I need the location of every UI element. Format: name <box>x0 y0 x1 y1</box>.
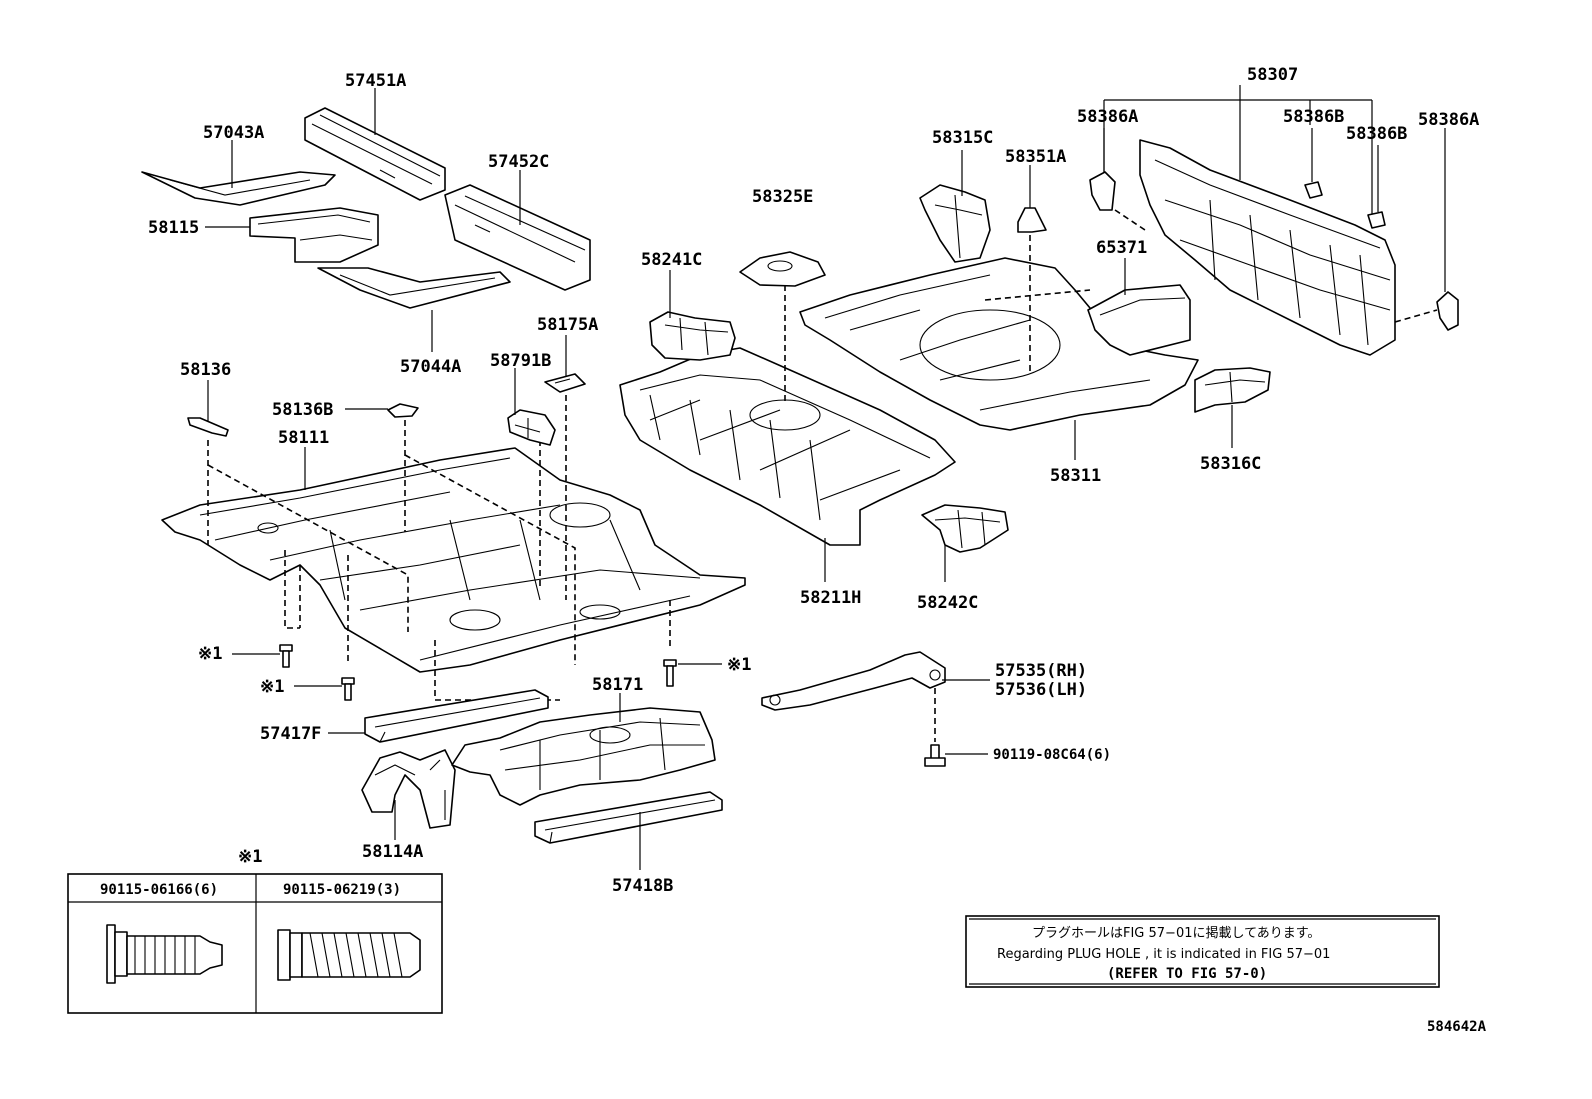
label-58111[interactable]: 58111 <box>278 428 329 448</box>
label-57417F[interactable]: 57417F <box>260 724 321 744</box>
part-58325E-shape <box>739 251 826 287</box>
label-58351A[interactable]: 58351A <box>1005 147 1066 167</box>
label-57535[interactable]: 57535(RH) <box>995 661 1087 681</box>
label-57536[interactable]: 57536(LH) <box>995 680 1087 700</box>
label-58241C[interactable]: 58241C <box>641 250 702 270</box>
bolt-table-col-2: 90115-06219(3) <box>283 882 401 898</box>
label-mark1-c[interactable]: ※1 <box>727 655 751 675</box>
bolt-icon <box>279 644 293 668</box>
note-line-refer: (REFER TO FIG 57-0) <box>1107 966 1267 982</box>
label-58386B-b[interactable]: 58386B <box>1346 124 1407 144</box>
part-58386A-right-shape <box>1436 291 1459 331</box>
label-58307[interactable]: 58307 <box>1247 65 1298 85</box>
part-58351A-shape <box>1017 207 1047 233</box>
label-57418B[interactable]: 57418B <box>612 876 673 896</box>
bolt-icon <box>341 677 355 701</box>
part-58136B-shape <box>387 403 419 418</box>
note-line-en: Regarding PLUG HOLE , it is indicated in… <box>997 947 1330 962</box>
bolt-icon <box>663 659 677 687</box>
part-58136-shape <box>187 417 229 437</box>
bolt-table-col-1: 90115-06166(6) <box>100 882 218 898</box>
part-57535-57536-brace <box>761 651 946 711</box>
figure-id: 584642A <box>1427 1019 1487 1035</box>
label-mark1-a[interactable]: ※1 <box>198 644 222 664</box>
label-mark1-b[interactable]: ※1 <box>260 677 284 697</box>
part-58211H-shape <box>619 347 956 546</box>
bolt-table: ※1 90115-06166(6) 90115-06219(3) <box>67 847 443 1014</box>
part-58115-shape <box>249 207 379 263</box>
part-58791B-shape <box>507 409 556 446</box>
part-58386B-a-shape <box>1304 181 1323 199</box>
flange-bolt-icon <box>106 924 223 984</box>
note-line-jp: プラグホールはFIG 57−01に掲載してあります。 <box>1032 925 1320 941</box>
label-58315C[interactable]: 58315C <box>932 128 993 148</box>
part-65371-shape <box>1087 284 1191 356</box>
label-58316C[interactable]: 58316C <box>1200 454 1261 474</box>
label-58211H[interactable]: 58211H <box>800 588 861 608</box>
part-57044A-shape <box>317 267 511 309</box>
label-58115[interactable]: 58115 <box>148 218 199 238</box>
label-58136B[interactable]: 58136B <box>272 400 333 420</box>
part-58316C-shape <box>1194 367 1271 413</box>
note-box: プラグホールはFIG 57−01に掲載してあります。 Regarding PLU… <box>965 915 1440 988</box>
label-58175A[interactable]: 58175A <box>537 315 598 335</box>
label-58386A-left[interactable]: 58386A <box>1077 107 1138 127</box>
label-58325E[interactable]: 58325E <box>752 187 813 207</box>
label-58171[interactable]: 58171 <box>592 675 643 695</box>
part-58315C-shape <box>919 184 991 263</box>
label-58311[interactable]: 58311 <box>1050 466 1101 486</box>
label-65371[interactable]: 65371 <box>1096 238 1147 258</box>
part-58386B-b-shape <box>1367 211 1386 229</box>
label-58242C[interactable]: 58242C <box>917 593 978 613</box>
part-58241C-shape <box>649 311 736 361</box>
label-57452C[interactable]: 57452C <box>488 152 549 172</box>
label-58114A[interactable]: 58114A <box>362 842 423 862</box>
threaded-bolt-icon <box>277 929 421 981</box>
part-57452C-shape <box>444 184 591 291</box>
bolt-table-title: ※1 <box>238 847 262 867</box>
part-58171-shape <box>451 707 716 806</box>
part-57451A-shape <box>304 107 446 201</box>
part-58307-shape <box>1139 139 1396 356</box>
label-57451A[interactable]: 57451A <box>345 71 406 91</box>
part-57417F-shape <box>364 689 549 743</box>
label-90119[interactable]: 90119-08C64(6) <box>993 747 1111 763</box>
label-58136[interactable]: 58136 <box>180 360 231 380</box>
label-57043A[interactable]: 57043A <box>203 123 264 143</box>
bolt-icon <box>924 744 946 767</box>
label-58386B-a[interactable]: 58386B <box>1283 107 1344 127</box>
part-58114A-shape <box>361 749 456 829</box>
label-58386A-right[interactable]: 58386A <box>1418 110 1479 130</box>
label-57044A[interactable]: 57044A <box>400 357 461 377</box>
part-58242C-shape <box>921 504 1009 553</box>
part-58111-floor-pan <box>161 447 746 673</box>
part-57043A-shape <box>141 171 336 206</box>
label-58791B[interactable]: 58791B <box>490 351 551 371</box>
part-57418B-shape <box>534 791 723 844</box>
part-58386A-left-shape <box>1089 171 1116 211</box>
part-58175A-shape <box>544 373 586 393</box>
part-58311-shape <box>799 257 1199 431</box>
